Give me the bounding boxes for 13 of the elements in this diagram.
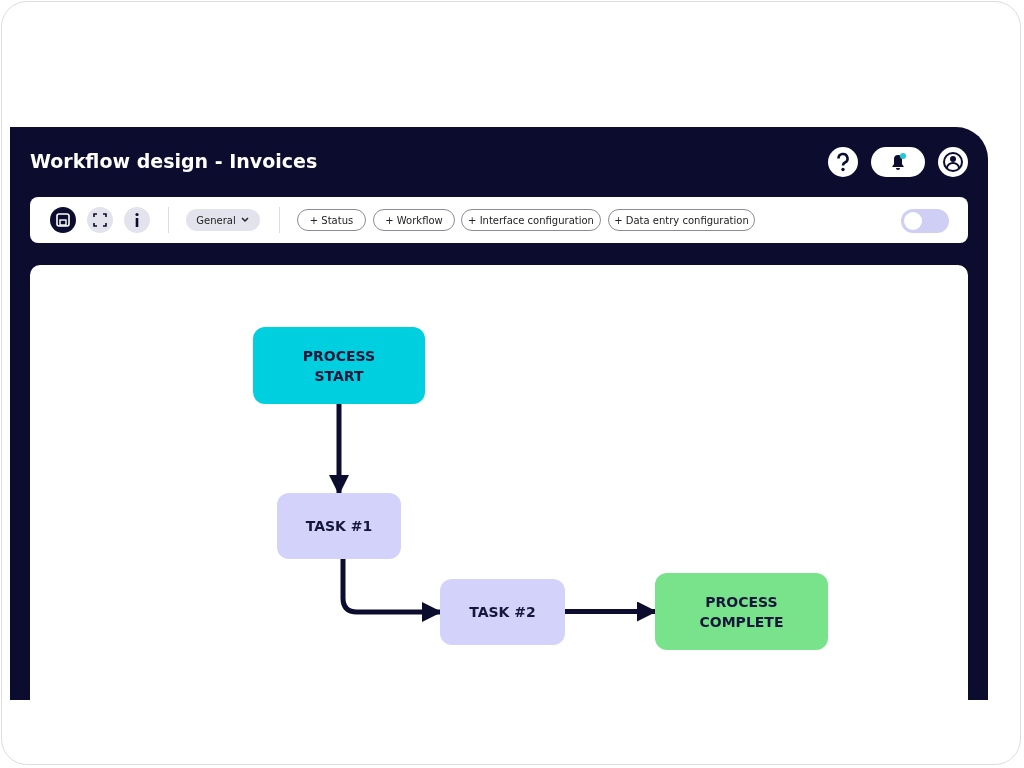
arrow: [340, 559, 442, 622]
add-button: + Workflow: [373, 209, 455, 231]
task-box: TASK #2: [440, 579, 565, 645]
add-button: + Interface configuration: [461, 209, 601, 231]
dropdown-button: General: [186, 209, 260, 231]
arrow: [329, 404, 349, 495]
end-box: PROCESS COMPLETE: [655, 573, 828, 650]
add-button: + Status: [297, 209, 366, 231]
add-button: + Data entry configuration: [608, 209, 755, 231]
start-box: PROCESS START: [253, 327, 425, 404]
page-title: Workflow design - Invoices: [30, 150, 318, 172]
task-box: TASK #1: [277, 493, 401, 559]
arrow: [565, 601, 657, 622]
